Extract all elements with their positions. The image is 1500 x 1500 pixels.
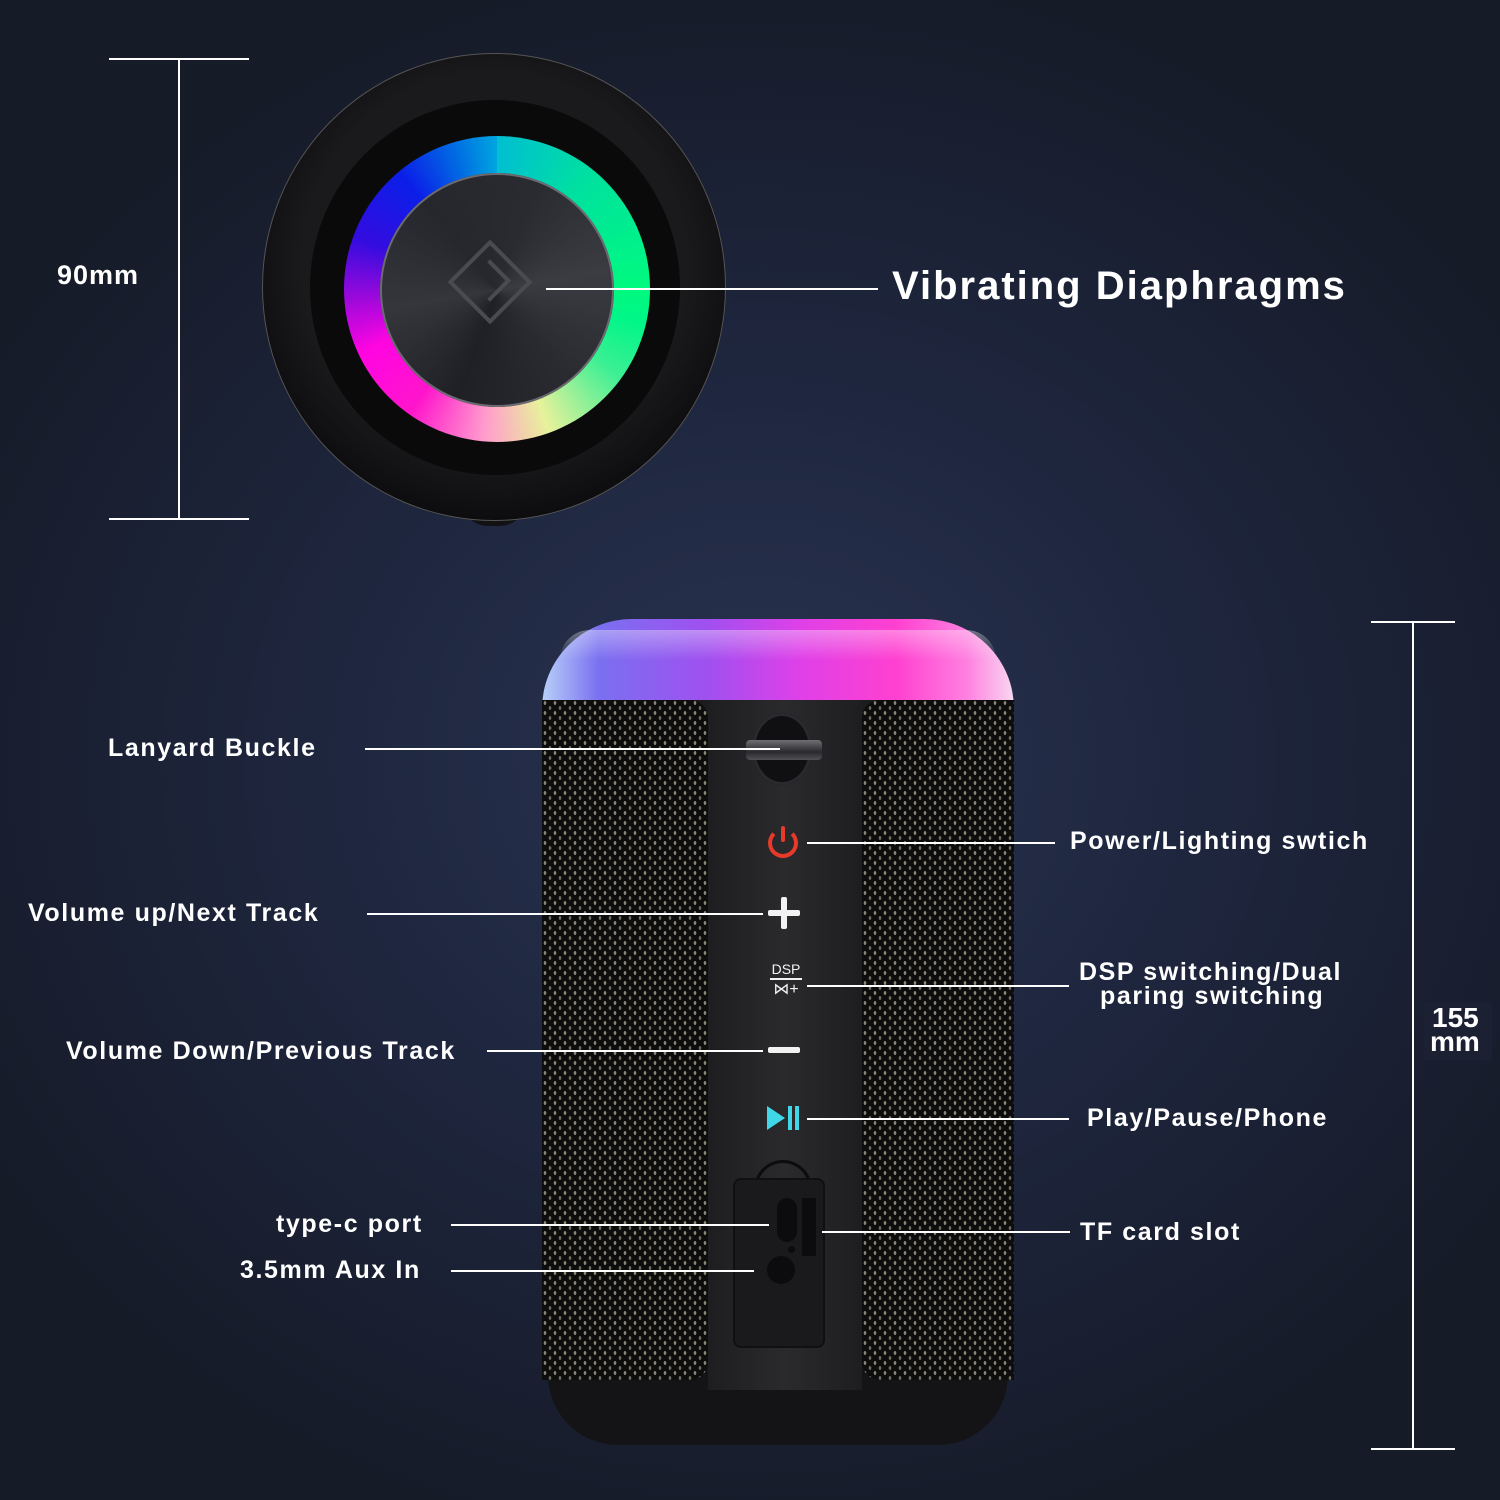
callout-line-tf [822,1231,1070,1233]
tf-card-slot [802,1198,816,1256]
callout-volume-up: Volume up/Next Track [28,899,320,927]
play-triangle [767,1106,785,1130]
dimension-tick-bottom [1371,1448,1455,1450]
indicator-dot [788,1246,795,1253]
callout-volume-down: Volume Down/Previous Track [66,1037,456,1065]
pause-bar [795,1106,799,1130]
volume-down-icon[interactable] [768,1047,800,1053]
dimension-line-155mm [1412,621,1414,1450]
callout-line-aux [451,1270,754,1272]
callout-line-power [807,842,1055,844]
callout-aux-in: 3.5mm Aux In [240,1256,421,1284]
dual-pairing-glyph: ⋈+ [773,981,799,998]
dsp-divider [770,978,802,980]
callout-line-diaphragm [546,288,878,290]
callout-line-lanyard [365,748,780,750]
dimension-label-155: 155 [1432,1002,1479,1033]
dimension-tick-bottom [109,518,249,520]
volume-up-icon[interactable] [768,897,800,929]
dimension-label-bg [1424,1002,1492,1060]
callout-line-volume-down [487,1050,763,1052]
power-icon[interactable] [768,826,798,858]
dimension-label-mm: mm [1430,1026,1480,1057]
typec-port [777,1198,797,1242]
dsp-text: DSP [771,961,801,977]
callout-line-dsp [807,985,1069,987]
callout-vibrating-diaphragms: Vibrating Diaphragms [892,264,1347,308]
fabric-grille-left [542,700,708,1380]
lanyard-buckle-bar [746,740,822,760]
pause-bar [788,1106,792,1130]
callout-power-lighting: Power/Lighting swtich [1070,827,1369,855]
callout-line-typec [451,1224,769,1226]
play-pause-icon[interactable] [767,1106,803,1132]
dimension-line-90mm [178,58,180,520]
cap-gloss [560,630,996,660]
callout-dsp-line1: DSP switching/Dual [1079,958,1343,986]
aux-jack [767,1256,795,1284]
callout-typec-port: type-c port [276,1210,423,1238]
callout-tf-card: TF card slot [1080,1218,1241,1246]
callout-line-volume-up [367,913,763,915]
callout-dsp-line2: paring switching [1100,982,1325,1010]
callout-play-pause: Play/Pause/Phone [1087,1104,1328,1132]
dimension-label-90mm: 90mm [57,260,140,290]
fabric-grille-right [862,700,1014,1380]
callout-lanyard-buckle: Lanyard Buckle [108,734,317,762]
callout-line-play [807,1118,1069,1120]
dsp-icon[interactable]: DSP ⋈+ [768,962,804,1006]
